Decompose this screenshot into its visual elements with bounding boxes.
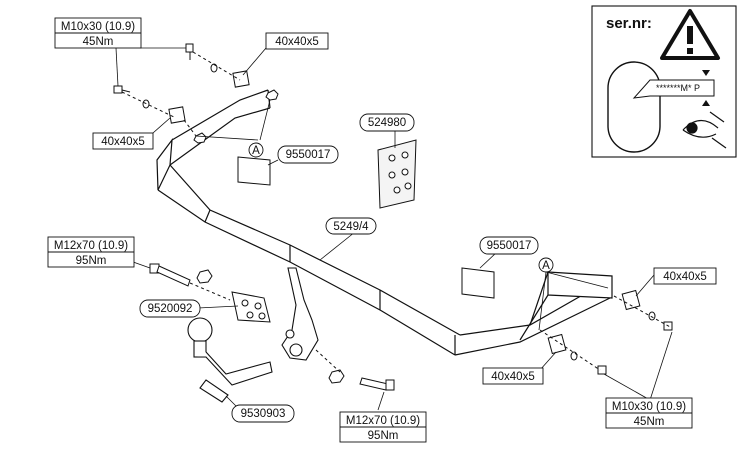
label-part-9530903: 9530903 [231,404,295,423]
label-part-524980: 524980 [359,113,415,132]
svg-text:9550017: 9550017 [286,149,331,161]
svg-text:40x40x5: 40x40x5 [491,371,534,383]
svg-text:9530903: 9530903 [241,408,286,420]
marker-a-left: A [248,142,264,158]
eye-icon [682,111,727,149]
label-part-9520092: 9520092 [139,299,201,318]
label-part-5249-4: 5249/4 [325,217,377,235]
svg-text:95Nm: 95Nm [368,430,399,442]
svg-text:M10x30 (10.9): M10x30 (10.9) [61,21,135,33]
coupling-bracket [231,291,271,323]
bolt-left [149,263,231,301]
marker-a-right: A [538,257,554,273]
washer-plate-icon [232,70,250,88]
crossbar [156,89,613,356]
tow-plate [281,267,319,361]
label-part-9550017-right: 9550017 [479,236,539,255]
svg-text:9520092: 9520092 [148,303,193,315]
pads [237,156,495,299]
svg-text:40x40x5: 40x40x5 [101,136,144,148]
label-bolt-bottom-right: M10x30 (10.9) 45Nm [605,397,693,429]
svg-text:45Nm: 45Nm [634,416,665,428]
leader-lines [115,47,673,411]
serial-title: ser.nr: [606,15,652,32]
svg-text:A: A [542,260,550,272]
svg-text:A: A [252,145,260,157]
washer-plate-icon [168,106,186,124]
bolt-bottom-center [315,349,395,391]
svg-text:45Nm: 45Nm [83,36,114,48]
label-washer-left: 40x40x5 [92,132,154,150]
warning-triangle-icon [660,9,720,60]
svg-text:M12x70 (10.9): M12x70 (10.9) [346,415,420,427]
bolt-head-icon [113,85,123,94]
bolt-head-icon [185,43,194,53]
serial-plate-text: *******M* P [656,83,700,93]
svg-text:M12x70 (10.9): M12x70 (10.9) [54,240,128,252]
bracket-524980 [377,139,417,209]
label-bolt-bottom-center: M12x70 (10.9) 95Nm [339,411,427,443]
serial-inset: ser.nr: *******M* P [591,5,737,158]
svg-text:95Nm: 95Nm [76,255,107,267]
tow-hitch-oval-icon [607,61,661,153]
svg-text:40x40x5: 40x40x5 [663,271,706,283]
right-hardware [539,289,673,375]
tow-ball [187,317,273,403]
svg-text:5249/4: 5249/4 [333,221,369,233]
label-part-9550017-left: 9550017 [277,145,339,164]
label-washer-right-bottom: 40x40x5 [482,367,544,385]
label-bolt-top-left: M10x30 (10.9) 45Nm [54,17,142,49]
svg-text:40x40x5: 40x40x5 [275,36,318,48]
label-bolt-left: M12x70 (10.9) 95Nm [47,236,135,268]
svg-text:9550017: 9550017 [487,240,532,252]
svg-text:M10x30 (10.9): M10x30 (10.9) [612,401,686,413]
label-washer-right-top: 40x40x5 [653,267,717,285]
label-washer-top-right: 40x40x5 [265,32,329,50]
left-hardware [113,43,279,144]
svg-text:524980: 524980 [368,117,406,129]
